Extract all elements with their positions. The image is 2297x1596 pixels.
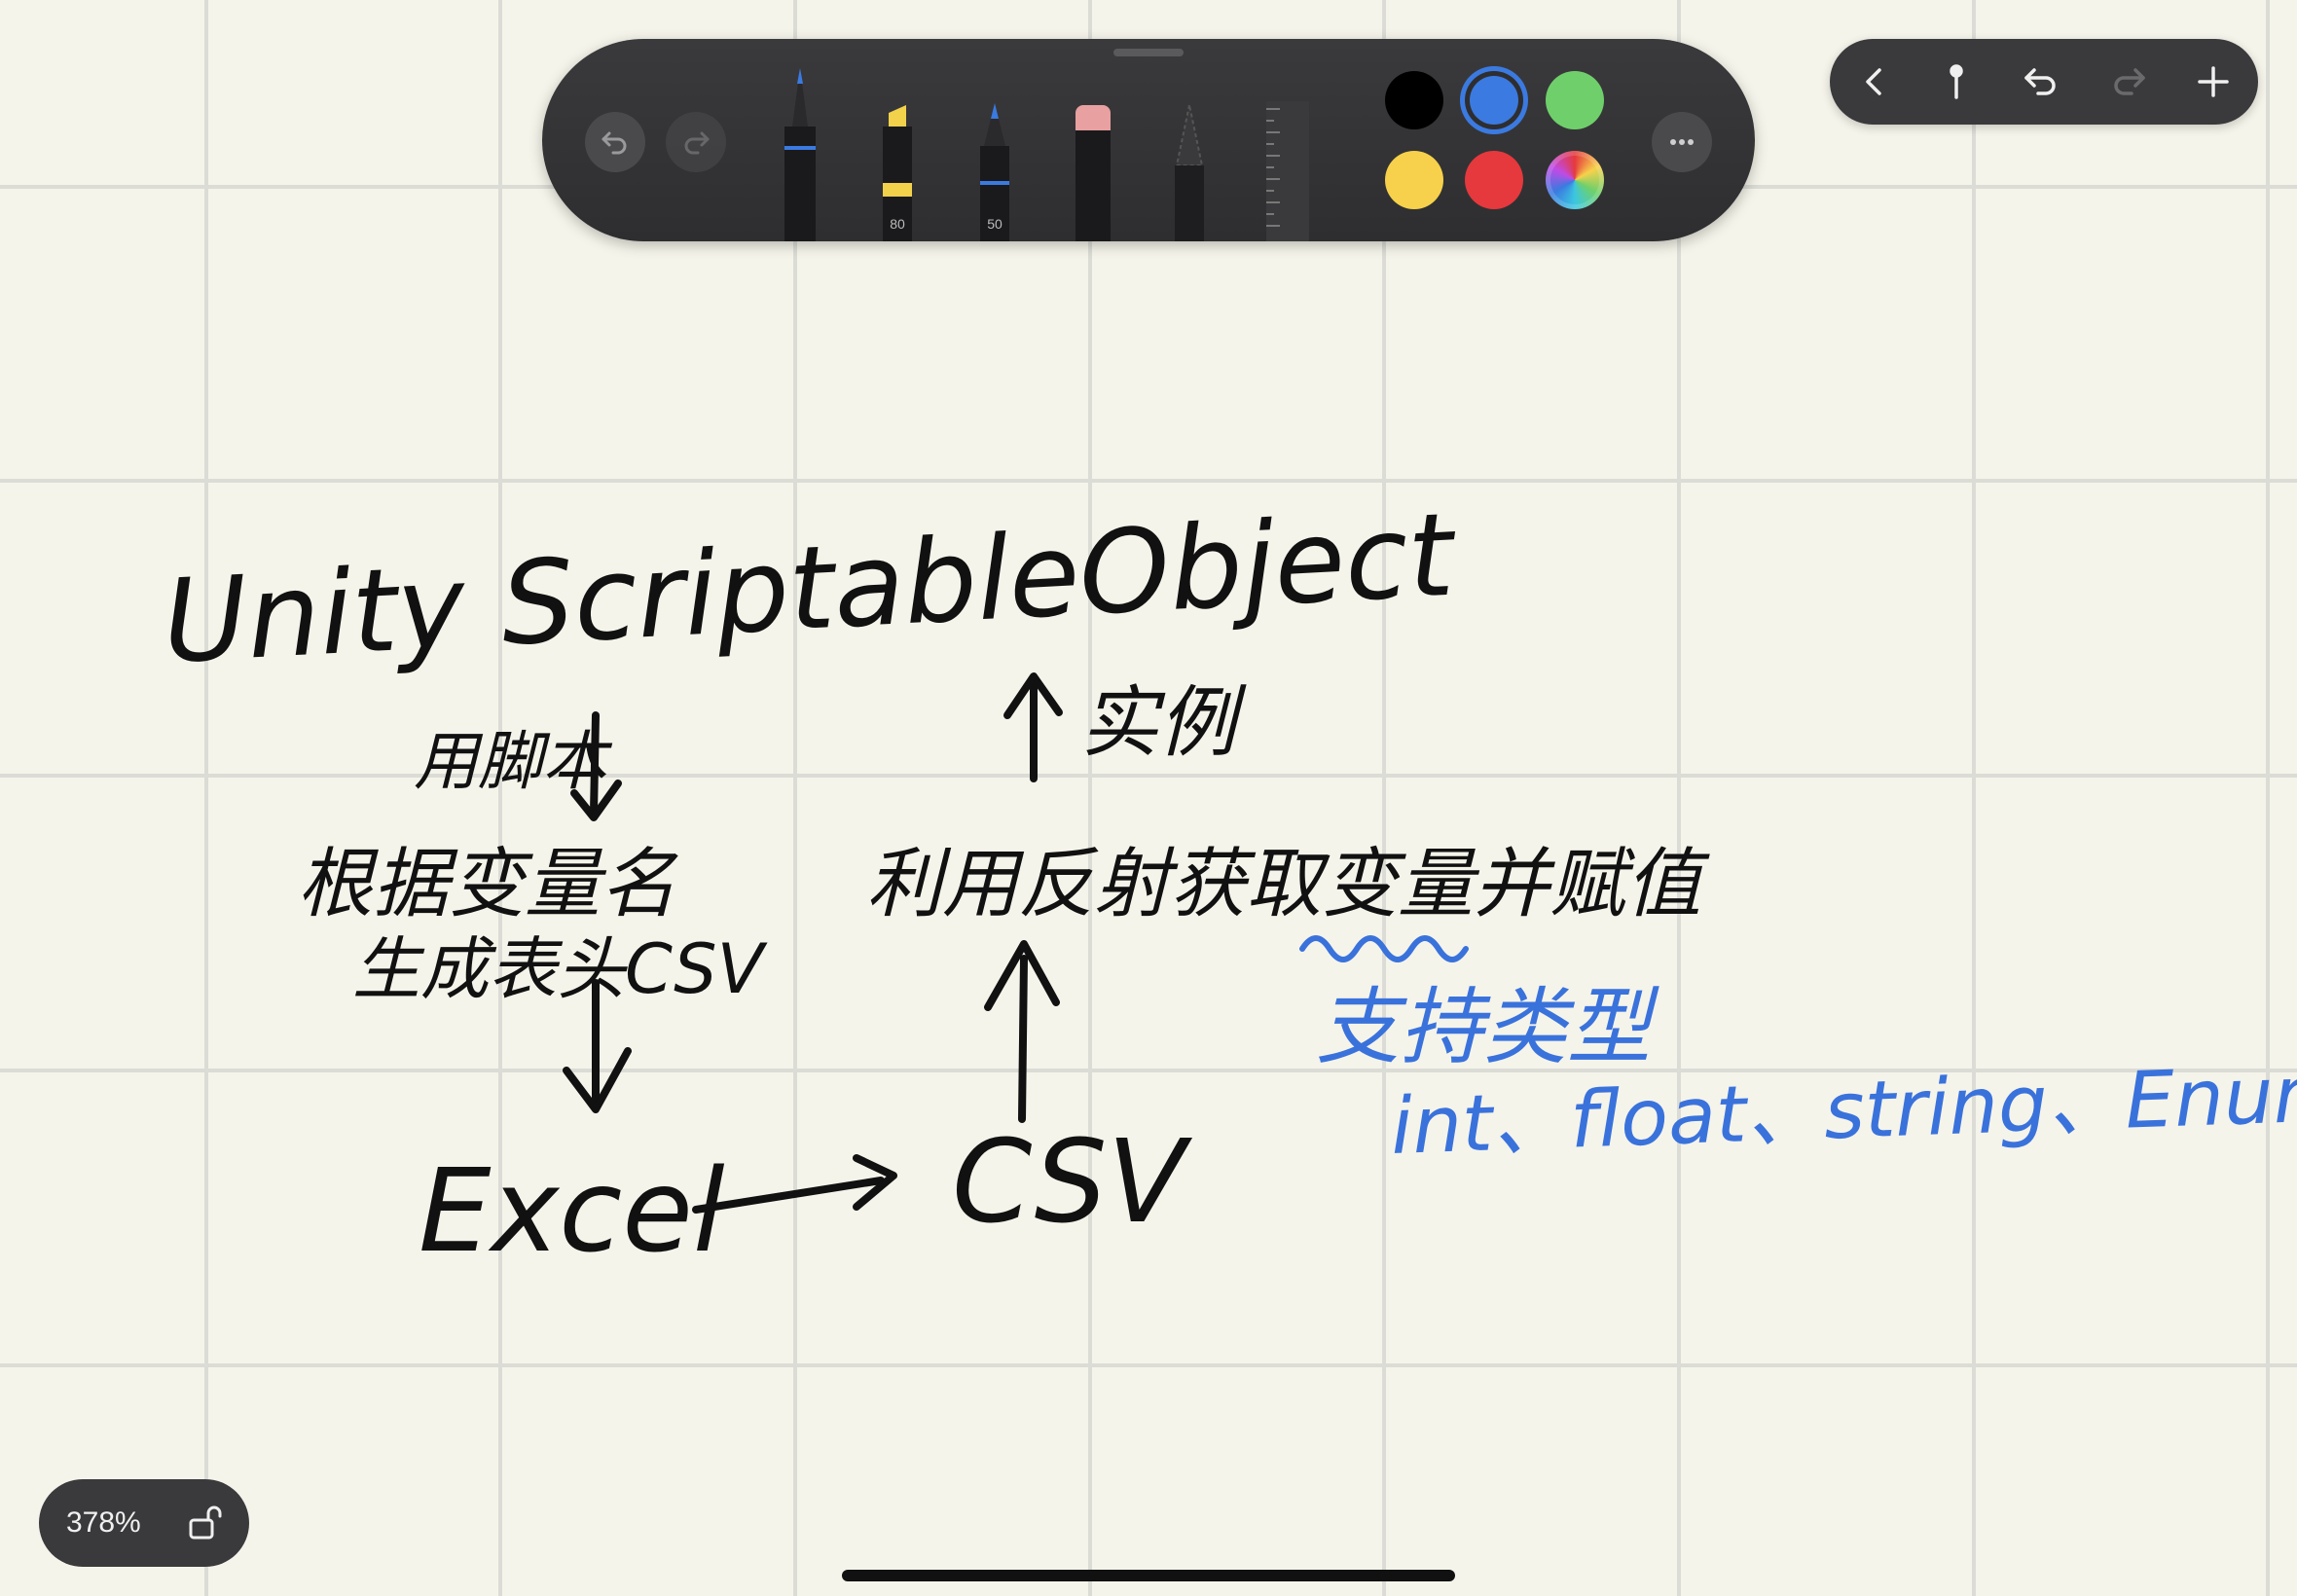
note-generate-line1: 根据变量名 bbox=[297, 841, 678, 928]
eraser-tool[interactable] bbox=[1058, 39, 1126, 241]
palette-more-button[interactable] bbox=[1652, 112, 1712, 172]
redo-icon bbox=[2114, 68, 2145, 95]
highlighter-width: 80 bbox=[890, 216, 905, 232]
more-icon bbox=[1670, 139, 1694, 145]
note-csv-label: CSV bbox=[952, 1114, 1192, 1249]
back-icon bbox=[1866, 68, 1881, 95]
palette-undo-button[interactable] bbox=[585, 112, 645, 172]
undo-icon bbox=[2024, 68, 2056, 95]
ruler-tool[interactable] bbox=[1251, 39, 1319, 241]
color-swatch-green[interactable] bbox=[1546, 71, 1604, 129]
color-swatch-yellow[interactable] bbox=[1385, 151, 1443, 209]
eraser-icon bbox=[1076, 105, 1111, 241]
palette-drag-handle[interactable] bbox=[1113, 49, 1184, 56]
zoom-value: 378% bbox=[66, 1506, 141, 1539]
ruler-icon bbox=[1266, 101, 1309, 241]
pen-tool[interactable] bbox=[766, 39, 834, 241]
color-swatch-red[interactable] bbox=[1465, 151, 1523, 209]
unlock-icon[interactable] bbox=[185, 1501, 230, 1545]
add-button[interactable] bbox=[2184, 53, 2242, 111]
pencil-icon bbox=[980, 103, 1009, 241]
pin-button[interactable] bbox=[1927, 53, 1986, 111]
redo-button[interactable] bbox=[2098, 53, 2157, 111]
note-support-label: 支持类型 bbox=[1316, 979, 1659, 1076]
pencil-opacity: 50 bbox=[987, 216, 1003, 232]
note-instance-label: 实例 bbox=[1080, 677, 1247, 768]
back-button[interactable] bbox=[1845, 53, 1904, 111]
note-title: Unity ScriptableObject bbox=[160, 488, 1460, 689]
lasso-tool[interactable] bbox=[1155, 39, 1223, 241]
note-excel-label: Excel bbox=[419, 1143, 725, 1278]
pin-icon bbox=[1950, 64, 1963, 99]
undo-icon bbox=[602, 131, 627, 155]
pencil-tool[interactable]: 50 bbox=[961, 39, 1029, 241]
color-swatch-black[interactable] bbox=[1385, 71, 1443, 129]
note-reflection-label: 利用反射获取变量并赋值 bbox=[866, 841, 1710, 928]
note-arrows bbox=[563, 672, 1063, 1214]
color-wheel-icon[interactable] bbox=[1546, 151, 1604, 209]
right-toolbar bbox=[1830, 39, 2258, 125]
add-icon bbox=[2198, 66, 2229, 97]
lasso-icon bbox=[1175, 104, 1204, 241]
zoom-indicator[interactable]: 378% bbox=[39, 1479, 249, 1567]
redo-icon bbox=[684, 131, 710, 155]
palette-redo-button[interactable] bbox=[666, 112, 726, 172]
tool-palette: 80 50 bbox=[542, 39, 1755, 241]
note-script-label: 用脚本 bbox=[414, 724, 613, 799]
note-generate-line2: 生成表头CSV bbox=[352, 929, 768, 1009]
pen-icon bbox=[784, 68, 816, 241]
color-swatch-blue[interactable] bbox=[1470, 76, 1518, 125]
highlighter-icon bbox=[883, 105, 912, 241]
home-indicator[interactable] bbox=[842, 1570, 1455, 1581]
undo-button[interactable] bbox=[2013, 53, 2071, 111]
highlighter-tool[interactable]: 80 bbox=[863, 39, 931, 241]
note-squiggle bbox=[1299, 935, 1469, 962]
